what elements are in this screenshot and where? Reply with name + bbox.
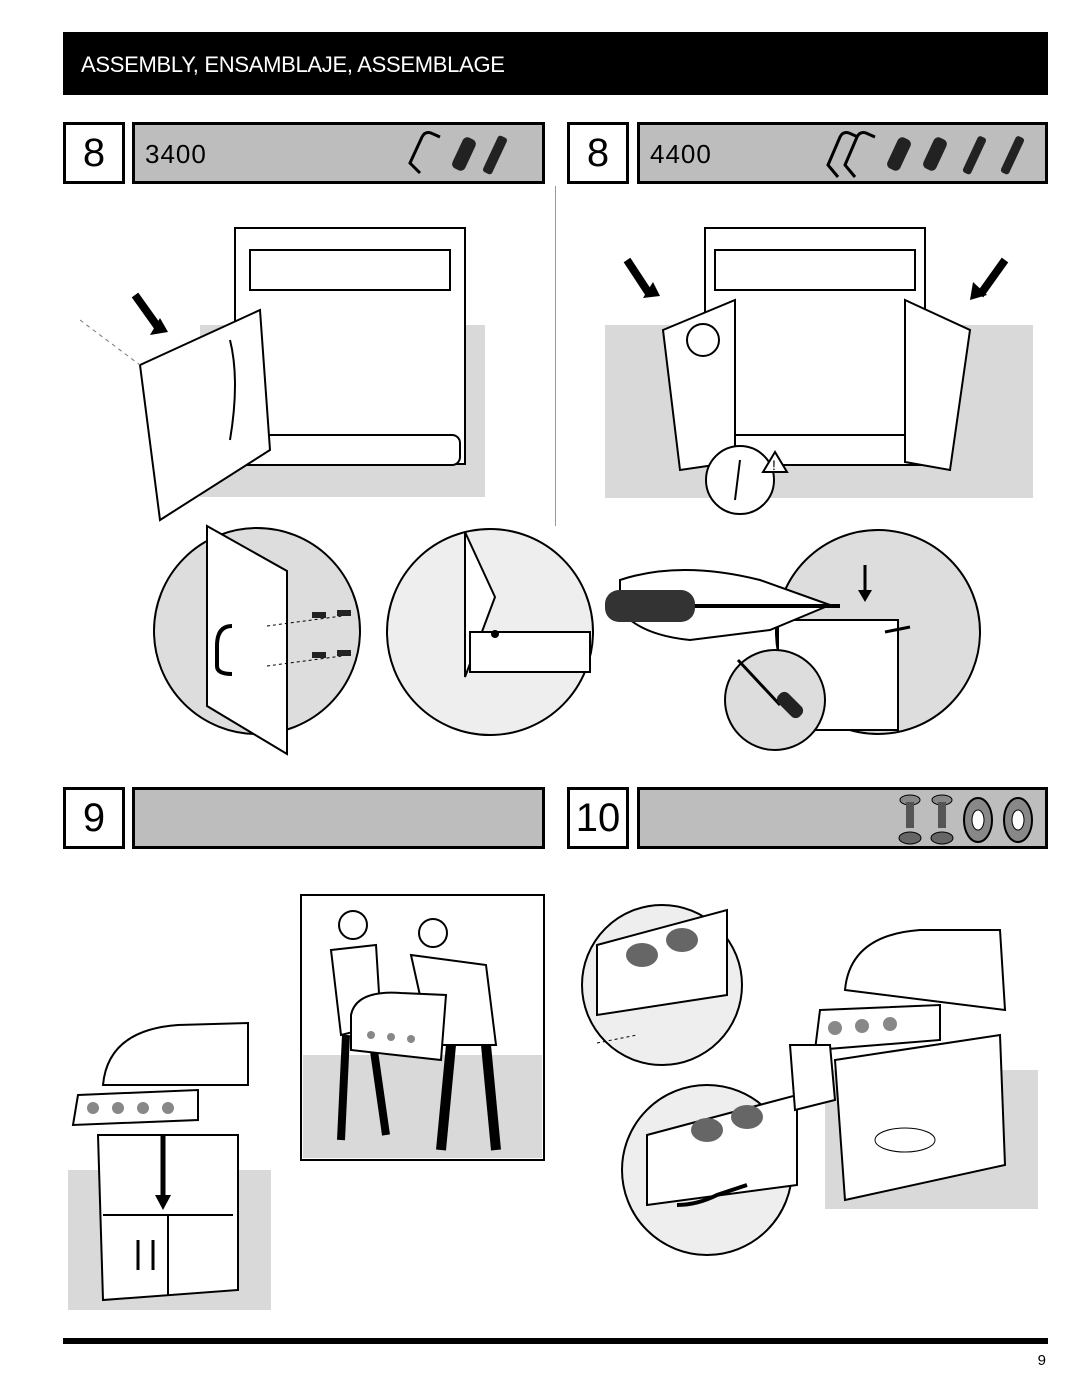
step-10-label bbox=[637, 787, 1048, 849]
svg-text:!: ! bbox=[772, 457, 776, 473]
section-header: ASSEMBLY, ENSAMBLAJE, ASSEMBLAGE bbox=[63, 32, 1048, 95]
step-8-label-4400: 4400 bbox=[637, 122, 1048, 184]
parts-icons-step10 bbox=[898, 794, 1033, 845]
illustration-step10-details bbox=[581, 904, 798, 1256]
detail-screwdriver-hinge bbox=[605, 529, 981, 751]
bolt-washer-icon bbox=[930, 794, 954, 845]
parts-icons-4400 bbox=[826, 131, 1024, 178]
step-10-number: 10 bbox=[567, 787, 629, 849]
screw-icon bbox=[452, 137, 476, 171]
section-title: ASSEMBLY, ENSAMBLAJE, ASSEMBLAGE bbox=[81, 52, 505, 77]
step-8-number-4400: 8 bbox=[567, 122, 629, 184]
column-divider bbox=[555, 186, 556, 526]
bolt-washer-icon bbox=[898, 794, 922, 845]
model-label-3400: 3400 bbox=[145, 139, 207, 169]
step-9-label bbox=[132, 787, 545, 849]
model-label-4400: 4400 bbox=[650, 139, 712, 169]
handle-icon bbox=[408, 131, 441, 175]
screw-icon bbox=[923, 137, 947, 171]
step-8-label-3400: 3400 bbox=[132, 122, 545, 184]
illustration-two-people-lifting bbox=[300, 894, 545, 1161]
step-8-number-3400: 8 bbox=[63, 122, 125, 184]
page-number: 9 bbox=[1037, 1352, 1046, 1369]
illustration-cart-doors-4400: ! bbox=[605, 227, 1033, 515]
detail-door-handle-screws bbox=[153, 524, 361, 756]
screw-icon bbox=[887, 137, 911, 171]
illustration-grill-step10 bbox=[788, 929, 1038, 1209]
illustration-grill-assembled bbox=[68, 1021, 271, 1310]
handle-icon bbox=[826, 131, 859, 178]
nut-icon bbox=[1003, 797, 1033, 843]
handle-icon bbox=[843, 131, 876, 178]
parts-icons-3400 bbox=[408, 131, 507, 175]
screw-icon bbox=[962, 136, 986, 175]
footer-rule bbox=[63, 1338, 1048, 1344]
detail-door-pin bbox=[386, 528, 594, 736]
nut-icon bbox=[963, 797, 993, 843]
screw-icon bbox=[1000, 136, 1024, 175]
illustration-cart-door-3400 bbox=[79, 227, 485, 522]
step-9-number: 9 bbox=[63, 787, 125, 849]
warning-icon bbox=[761, 450, 789, 473]
screw-icon bbox=[483, 135, 507, 175]
